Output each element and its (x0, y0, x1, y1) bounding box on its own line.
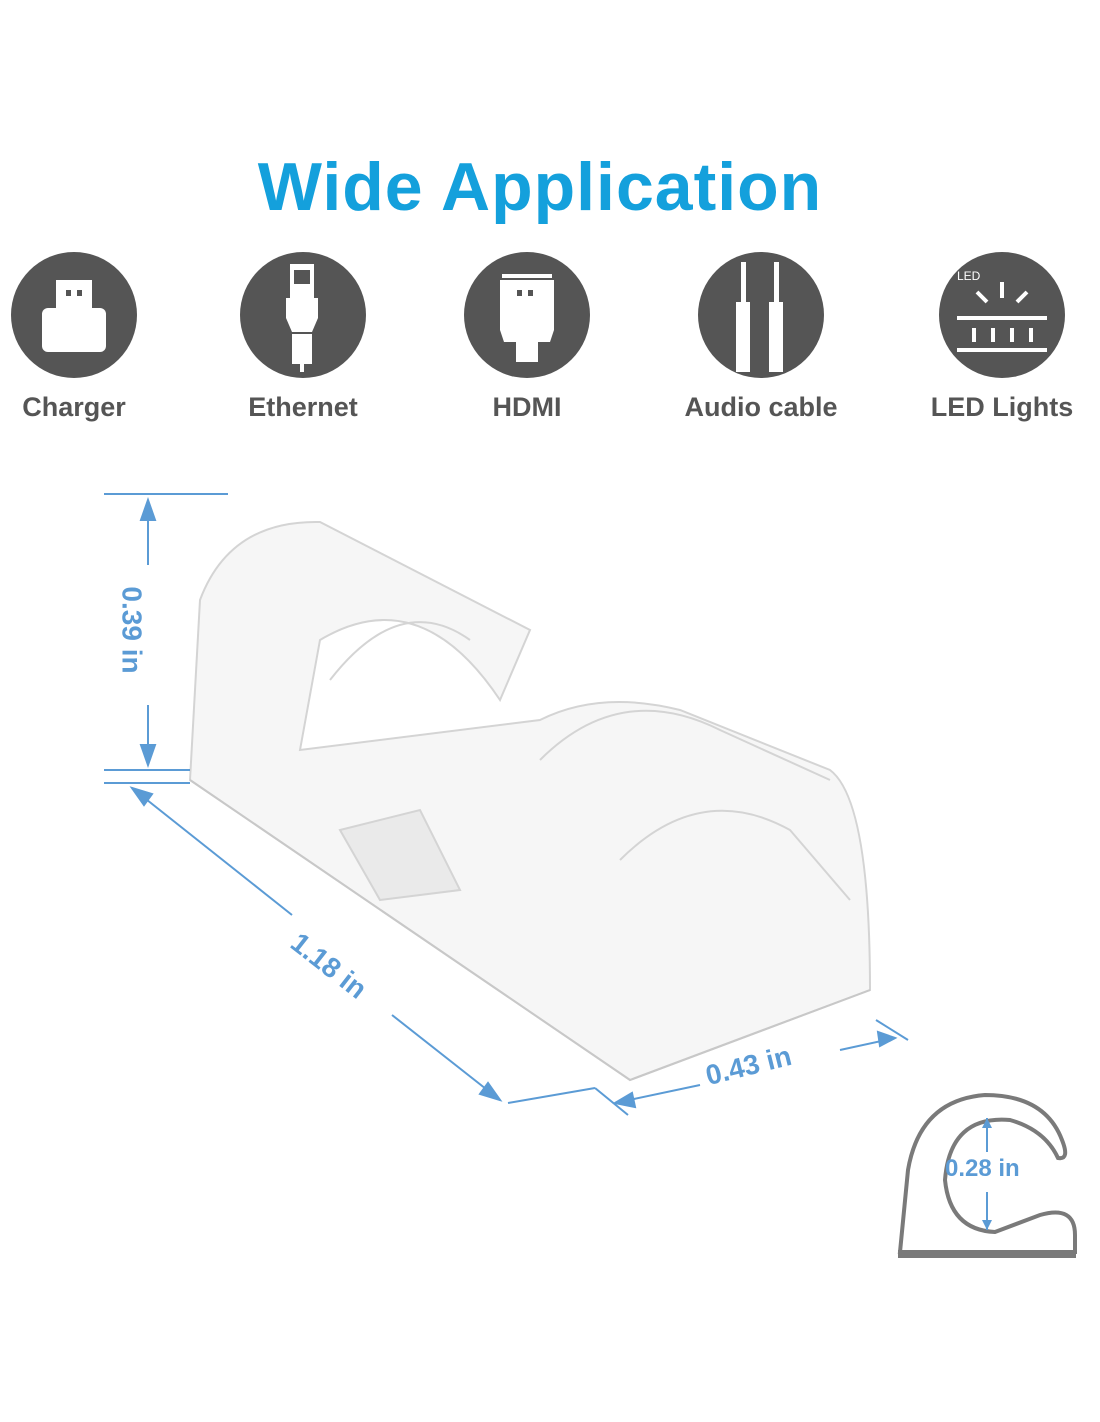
height-dimension-label: 0.39 in (116, 586, 148, 674)
application-label: HDMI (492, 392, 562, 422)
ethernet-plug-icon (240, 252, 366, 378)
led-icon-text: LED (957, 269, 981, 283)
profile-diagram (897, 1092, 1077, 1258)
application-label: Ethernet (248, 392, 358, 422)
clear-cable-clip (188, 520, 872, 1082)
application-label: Charger (22, 392, 126, 422)
application-label: LED Lights (930, 392, 1074, 422)
application-charger: Charger (0, 252, 174, 423)
application-led: LED LED Lights (902, 252, 1100, 423)
hdmi-plug-icon (464, 252, 590, 378)
usb-charger-icon (11, 252, 137, 378)
page-title: Wide Application (257, 149, 823, 225)
application-label: Audio cable (684, 392, 838, 422)
application-audio: Audio cable (661, 252, 861, 423)
dimension-lines (104, 493, 909, 1116)
inner-diameter-label: 0.28 in (945, 1155, 1020, 1182)
led-strip-icon: LED (939, 252, 1065, 378)
application-ethernet: Ethernet (203, 252, 403, 423)
application-hdmi: HDMI (427, 252, 627, 423)
audio-jack-icon (698, 252, 824, 378)
